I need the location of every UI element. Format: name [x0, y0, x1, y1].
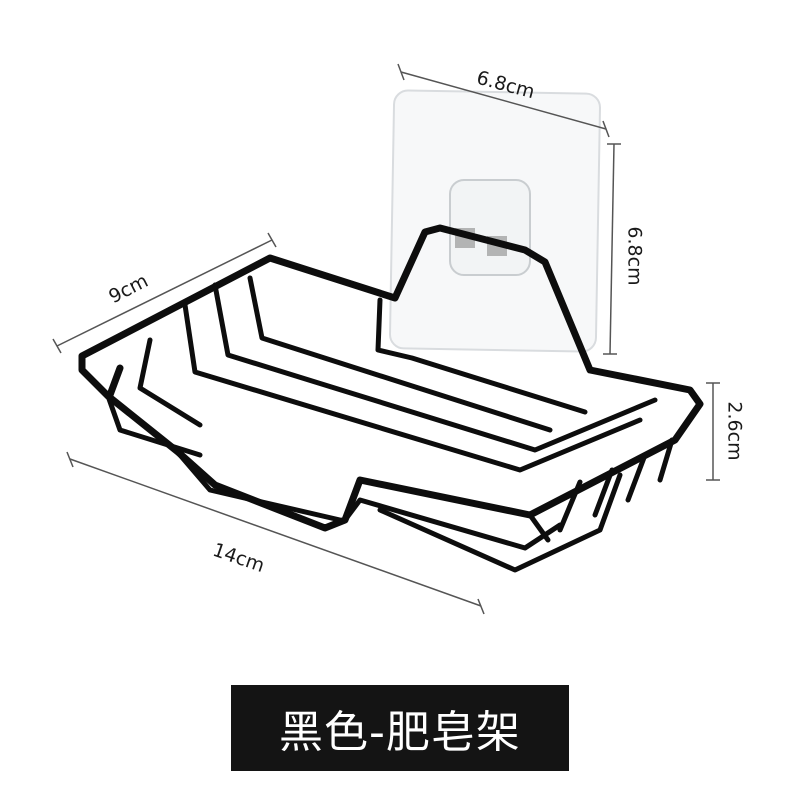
- height-label: 2.6cm: [723, 401, 746, 461]
- plate-height-label: 6.8cm: [623, 226, 646, 286]
- dimension-lines: [52, 63, 720, 615]
- caption-text: 黑色-肥皂架: [279, 707, 521, 758]
- caption-banner: 黑色-肥皂架: [231, 685, 569, 771]
- wire-basket: [78, 224, 704, 573]
- adhesive-plate: [389, 89, 601, 353]
